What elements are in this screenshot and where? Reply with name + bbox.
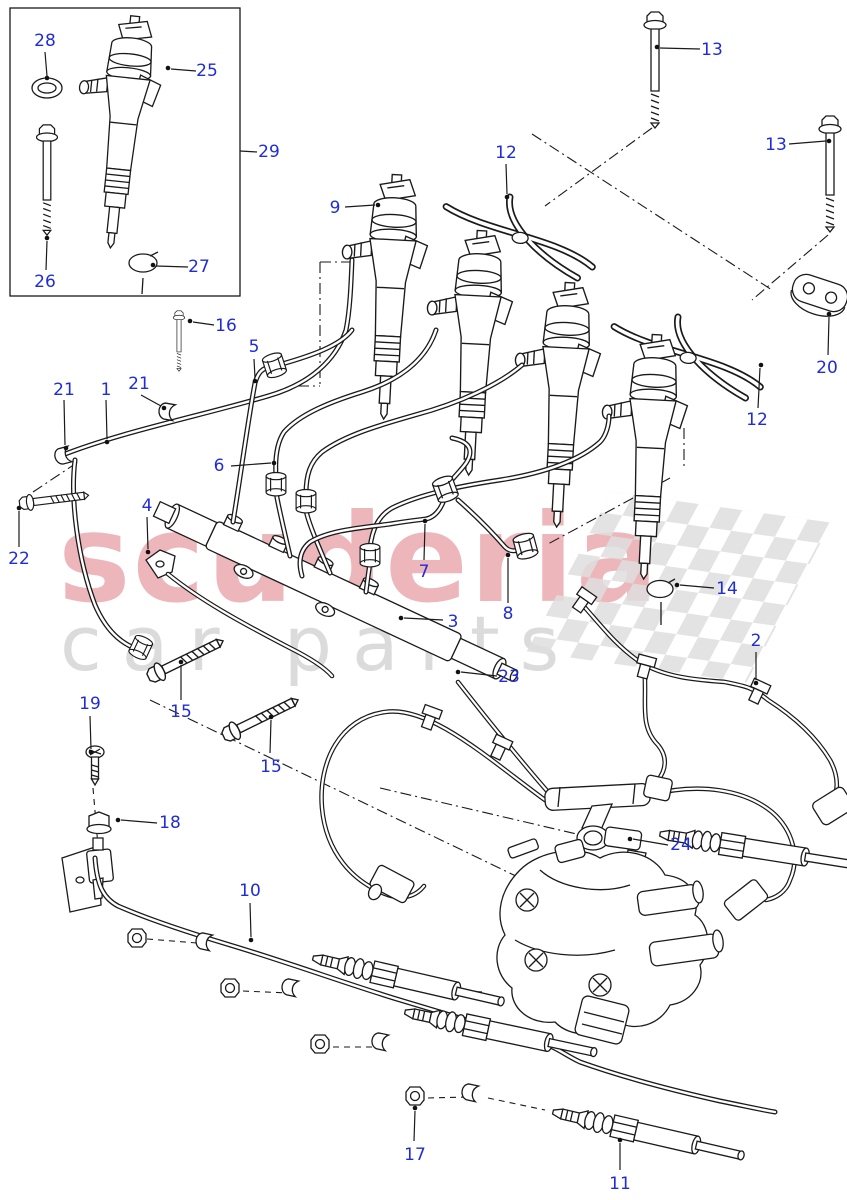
callout-12: 12 [495,143,517,163]
fuel-injector-2 [418,227,517,478]
callout-13: 13 [701,40,723,60]
leak-off-pipe-1 [52,257,355,662]
union-nut-6 [265,471,287,497]
callout-1: 1 [100,380,112,400]
glow-plug-4 [549,1100,748,1168]
callout-6: 6 [213,456,225,476]
callout-3: 3 [447,612,459,632]
fuel-injector-3 [506,279,605,530]
callout-13: 13 [765,135,787,155]
nut-18 [86,811,112,835]
fuel-rail-3 [152,500,519,682]
sealing-washer-27 [128,251,159,295]
callout-8: 8 [502,604,514,624]
callout-22: 22 [8,549,30,569]
callout-5: 5 [248,337,260,357]
bolt-16 [172,310,186,372]
bolt-15-left [143,631,228,687]
callout-17: 17 [404,1145,426,1165]
clamp-spacer-20 [790,273,847,317]
nut-17 [405,1086,425,1106]
callout-4: 4 [141,496,153,516]
hose-pump-connector [723,879,769,921]
fuel-injection-pump [451,838,724,1045]
callout-25: 25 [196,61,218,81]
callout-10: 10 [239,881,261,901]
callout-19: 19 [79,694,101,714]
hose-end-fitting [367,864,415,904]
callout-24: 24 [670,835,692,855]
inset-detail-box [9,7,241,297]
callout-21: 21 [53,380,75,400]
callout-15: 15 [170,702,192,722]
union-nut-5 [260,350,289,381]
callout-20: 20 [816,358,838,378]
callout-27: 27 [188,257,210,277]
callout-11: 11 [609,1174,631,1194]
callout-9: 9 [329,198,341,218]
bolt-22 [18,486,91,513]
bolt-13-right [818,115,842,233]
fuel-return-hose-assembly [319,679,797,921]
bolt-15-right [218,690,303,746]
callout-2: 2 [750,631,762,651]
fuel-temp-sensor [61,837,114,913]
sealing-washer-14 [646,578,676,625]
callout-23: 23 [498,667,520,687]
callout-21: 21 [128,374,150,394]
callout-18: 18 [159,813,181,833]
pipe-clip-21-left [52,445,73,467]
callout-16: 16 [215,316,237,336]
nut-on-pipe-10-a [127,928,147,948]
bolt-13-left [643,11,667,129]
callout-leaders [16,44,832,1170]
rail-bracket-4 [145,549,335,679]
union-nut-8 [511,530,540,562]
injection-pipes [230,327,612,595]
callout-7: 7 [418,562,430,582]
callout-12: 12 [746,410,768,430]
callout-15: 15 [260,757,282,777]
callout-14: 14 [716,579,738,599]
screw-19 [85,745,105,786]
fuel-injector-4 [593,331,692,582]
callout-29: 29 [258,142,280,162]
construction-lines [32,127,829,1111]
nut-on-pipe-10-b [220,978,240,998]
injector-harness-2 [568,586,847,826]
callout-26: 26 [34,272,56,292]
callout-28: 28 [34,31,56,51]
nut-on-pipe-10-c [310,1034,330,1054]
